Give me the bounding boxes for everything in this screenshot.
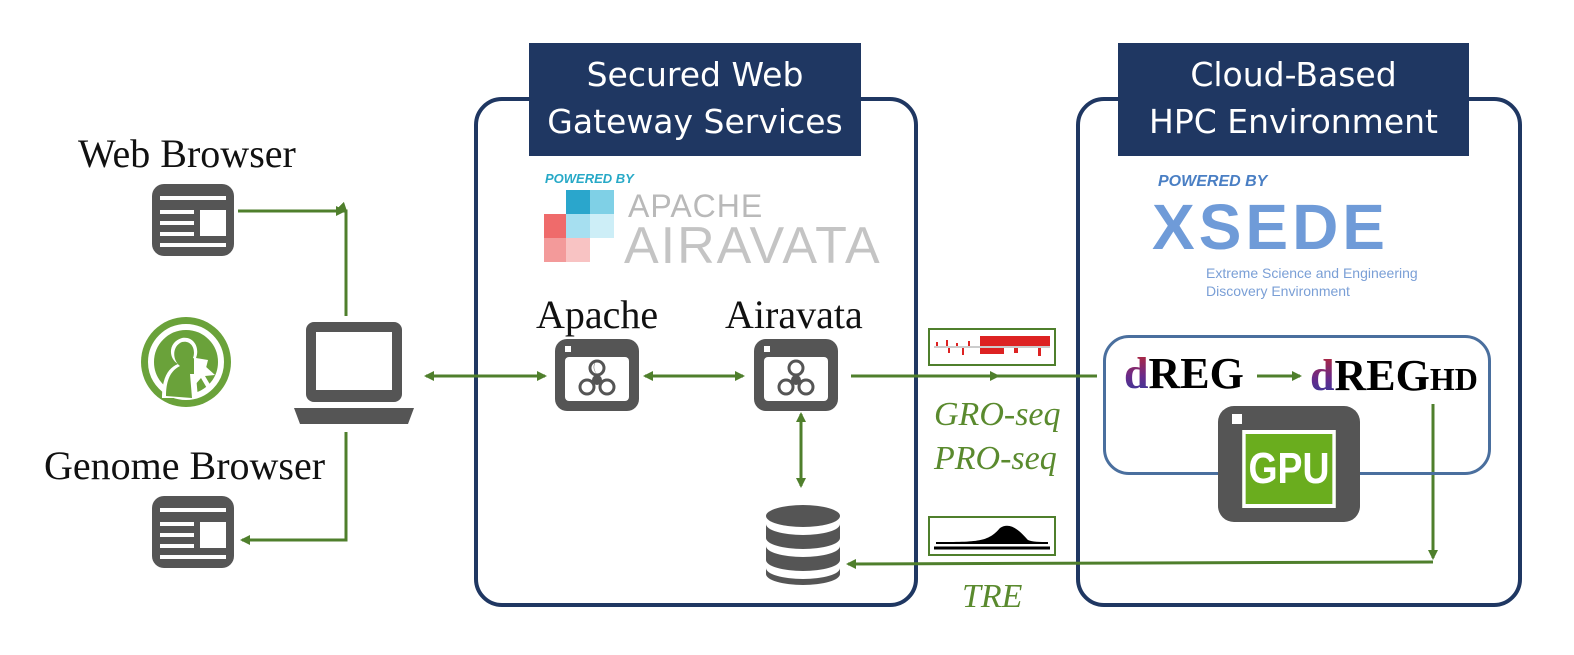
input-data-label-1: GRO-seq <box>934 396 1061 433</box>
arrow-web-to-laptop <box>238 201 348 316</box>
airavata-logo-line1: APACHE <box>628 188 764 224</box>
apache-node-label: Apache <box>536 292 659 337</box>
dreg-label: dREG <box>1124 348 1244 399</box>
gpu-icon-dot <box>1232 414 1242 424</box>
web-browser-icon[interactable] <box>150 182 236 258</box>
input-data-label-2: PRO-seq <box>934 440 1057 477</box>
xsede-subtitle-2: Discovery Environment <box>1206 283 1350 299</box>
web-browser-label: Web Browser <box>78 131 296 176</box>
gateway-header: Secured Web Gateway Services <box>529 43 861 156</box>
hpc-header-line1: Cloud-Based <box>1190 55 1397 94</box>
xsede-subtitle-1: Extreme Science and Engineering <box>1206 265 1418 281</box>
genome-browser-icon[interactable] <box>150 494 236 570</box>
xsede-logo: XSEDE <box>1152 191 1389 263</box>
gpu-icon[interactable]: GPU <box>1218 406 1360 522</box>
hpc-panel <box>1076 97 1522 607</box>
apache-server-icon[interactable] <box>553 337 641 413</box>
gateway-header-line1: Secured Web <box>586 55 804 94</box>
user-cursor-icon <box>141 317 231 407</box>
arrow-laptop-to-genome <box>240 432 348 545</box>
gateway-header-line2: Gateway Services <box>547 102 843 141</box>
hpc-header-line2: HPC Environment <box>1149 102 1438 141</box>
output-data-label: TRE <box>962 578 1023 615</box>
genome-browser-label: Genome Browser <box>44 443 326 488</box>
airavata-node-label: Airavata <box>725 292 863 337</box>
dreg-label-d: d <box>1124 349 1149 398</box>
tre-profile-thumbnail <box>928 516 1056 556</box>
xsede-powered-by: POWERED BY <box>1158 173 1268 190</box>
dreghd-label: dREGHD <box>1310 350 1478 401</box>
airavata-powered-by: POWERED BY <box>545 171 634 186</box>
dreghd-label-suffix: HD <box>1429 361 1478 397</box>
gpu-label: GPU <box>1242 430 1336 508</box>
signal-track-thumbnail <box>928 328 1056 366</box>
apache-airavata-logo-icon <box>544 190 614 262</box>
dreghd-label-d: d <box>1310 351 1335 400</box>
laptop-icon[interactable] <box>292 320 416 426</box>
hpc-header: Cloud-Based HPC Environment <box>1118 43 1469 156</box>
database-icon[interactable] <box>763 504 843 586</box>
airavata-server-icon[interactable] <box>752 337 840 413</box>
airavata-logo-line2: AIRAVATA <box>624 217 882 275</box>
gateway-panel <box>474 97 918 607</box>
dreghd-label-rest: REG <box>1334 351 1430 400</box>
dreg-label-rest: REG <box>1148 349 1244 398</box>
